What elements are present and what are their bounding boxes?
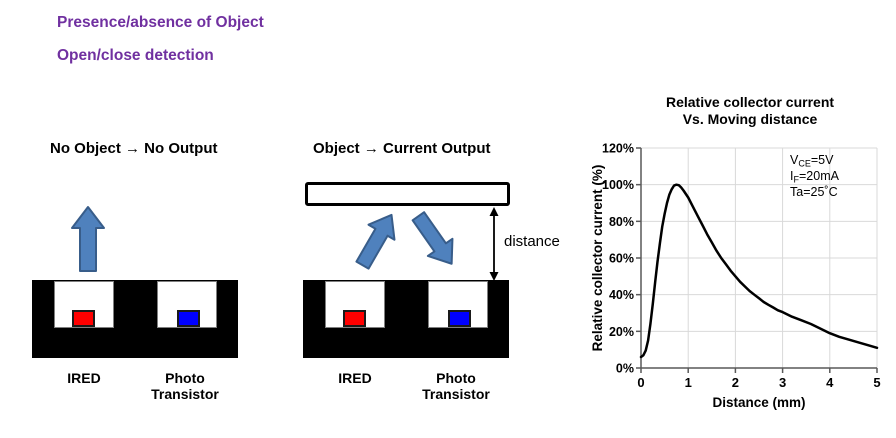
distance-label: distance [504, 233, 560, 250]
chart-relative-collector-current: 0% 20% 40% 60% 80% 100% 120% 0 1 2 3 4 5 Relative col… [590, 86, 896, 431]
chart-title-line1: Relative collector current [666, 94, 834, 110]
test-condition-annotation: IF=20mA [790, 169, 840, 185]
emitted-light-up-arrow [71, 206, 105, 272]
phototransistor-chip [177, 310, 200, 327]
ired-chip [343, 310, 366, 327]
y-tick-label: 80% [609, 215, 634, 229]
ired-chip [72, 310, 95, 327]
y-tick-label: 60% [609, 252, 634, 266]
no-object-title: No Object → No Output [50, 140, 218, 157]
x-tick-label: 0 [637, 375, 644, 390]
y-tick-label: 40% [609, 288, 634, 302]
phototransistor-cavity [428, 281, 488, 328]
ired-label-middle: IRED [338, 370, 372, 386]
collector-current-curve [639, 183, 879, 359]
phototransistor-cavity [157, 281, 217, 328]
y-tick-label: 0% [616, 362, 634, 376]
x-tick-label: 1 [685, 375, 692, 390]
test-condition-annotation: VCE=5V [790, 153, 834, 169]
y-axis-title: Relative collector current (%) [590, 165, 605, 352]
ired-label-left: IRED [67, 370, 101, 386]
distance-double-arrow [489, 207, 499, 281]
photo-transistor-label-left: Photo Transistor [140, 370, 230, 402]
photo-label-line1: Photo [165, 370, 205, 386]
sensor-housing-middle [303, 280, 509, 358]
y-tick-label: 100% [602, 178, 634, 192]
object-title: Object → Current Output [313, 140, 491, 157]
ired-cavity [325, 281, 385, 328]
test-condition-annotation: Ta=25˚C [790, 185, 838, 199]
header-open-close: Open/close detection [57, 47, 214, 64]
y-tick-label: 120% [602, 142, 634, 156]
chart-svg: 0% 20% 40% 60% 80% 100% 120% 0 1 2 3 4 5 Relative col… [590, 94, 881, 410]
photo-transistor-label-middle: Photo Transistor [411, 370, 501, 402]
x-tick-label: 5 [873, 375, 880, 390]
light-arrow-up-right [355, 213, 396, 270]
x-axis-title: Distance (mm) [712, 395, 805, 410]
light-arrow-down-right [411, 211, 454, 265]
photo-label-line2: Transistor [422, 386, 490, 402]
reflective-object-bar [305, 182, 510, 206]
y-tick-label: 20% [609, 325, 634, 339]
x-tick-label: 3 [779, 375, 786, 390]
photo-label-line2: Transistor [151, 386, 219, 402]
photo-label-line1: Photo [436, 370, 476, 386]
x-tick-label: 2 [732, 375, 739, 390]
phototransistor-chip [448, 310, 471, 327]
chart-title-line2: Vs. Moving distance [683, 111, 818, 127]
sensor-housing-left [32, 280, 238, 358]
header-presence-absence: Presence/absence of Object [57, 14, 264, 31]
ired-cavity [54, 281, 114, 328]
x-tick-label: 4 [826, 375, 834, 390]
